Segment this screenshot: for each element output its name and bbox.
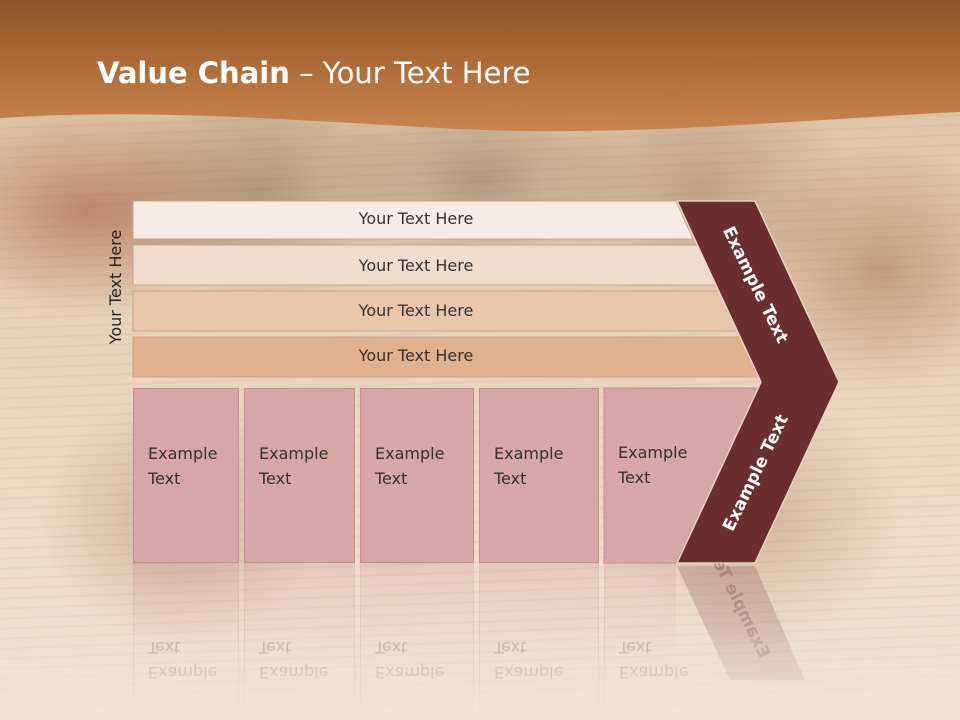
box-line2: Text [618,468,651,487]
title-bold: Value Chain [97,56,290,90]
reflection-fade [0,563,960,720]
box-line2: Text [375,469,408,488]
box-line1: Example [494,444,564,463]
title-rest: – Your Text Here [289,56,531,90]
box-line2: Text [148,469,181,488]
page-title: Value Chain – Your Text Here [97,53,531,93]
box-line1: Example [259,444,329,463]
header-banner [0,0,960,132]
row-label-4: Your Text Here [358,346,474,365]
row-label-2: Your Text Here [358,256,474,275]
box-line1: Example [618,443,688,462]
row-label-1: Your Text Here [358,209,474,228]
box-line2: Text [494,469,527,488]
row-bar-1 [132,200,694,240]
box-line2: Text [259,469,292,488]
box-line1: Example [148,444,218,463]
box-line1: Example [375,444,445,463]
row-label-3: Your Text Here [358,301,474,320]
